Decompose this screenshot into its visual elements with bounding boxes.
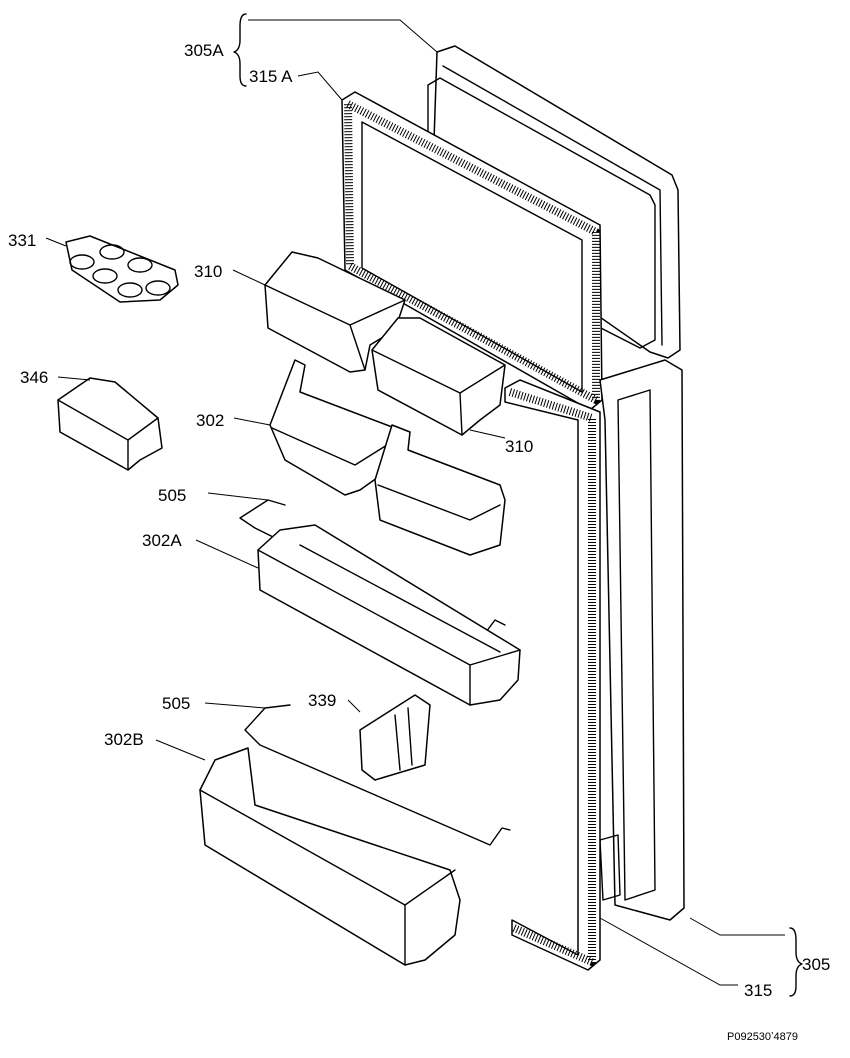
label-315A: 315 A: [249, 67, 293, 86]
shelf-302A: [257, 524, 521, 706]
label-302B: 302B: [104, 730, 144, 749]
label-346: 346: [20, 368, 48, 387]
lid-310-right: [371, 317, 506, 436]
shelf-302B: [199, 747, 461, 966]
label-331: 331: [8, 231, 36, 250]
label-305: 305: [802, 955, 830, 974]
label-305A: 305A: [184, 41, 224, 60]
leader-lines: [45, 13, 803, 997]
label-302A: 302A: [142, 531, 182, 550]
reference-code: P092530ʼ4879: [727, 1031, 798, 1043]
label-505-lower: 505: [162, 694, 190, 713]
label-315: 315: [744, 981, 772, 1000]
upper-gasket-315A: [341, 91, 603, 411]
label-505-upper: 505: [158, 486, 186, 505]
butter-box-346: [57, 377, 163, 471]
divider-339: [359, 694, 431, 781]
label-339: 339: [308, 691, 336, 710]
lower-gasket-315: [504, 379, 601, 971]
shelf-302: [269, 359, 506, 556]
egg-tray-331: [65, 235, 179, 303]
lower-door-305: [599, 359, 685, 921]
label-310-lower: 310: [505, 437, 533, 456]
label-310-upper: 310: [194, 262, 222, 281]
label-302: 302: [196, 411, 224, 430]
